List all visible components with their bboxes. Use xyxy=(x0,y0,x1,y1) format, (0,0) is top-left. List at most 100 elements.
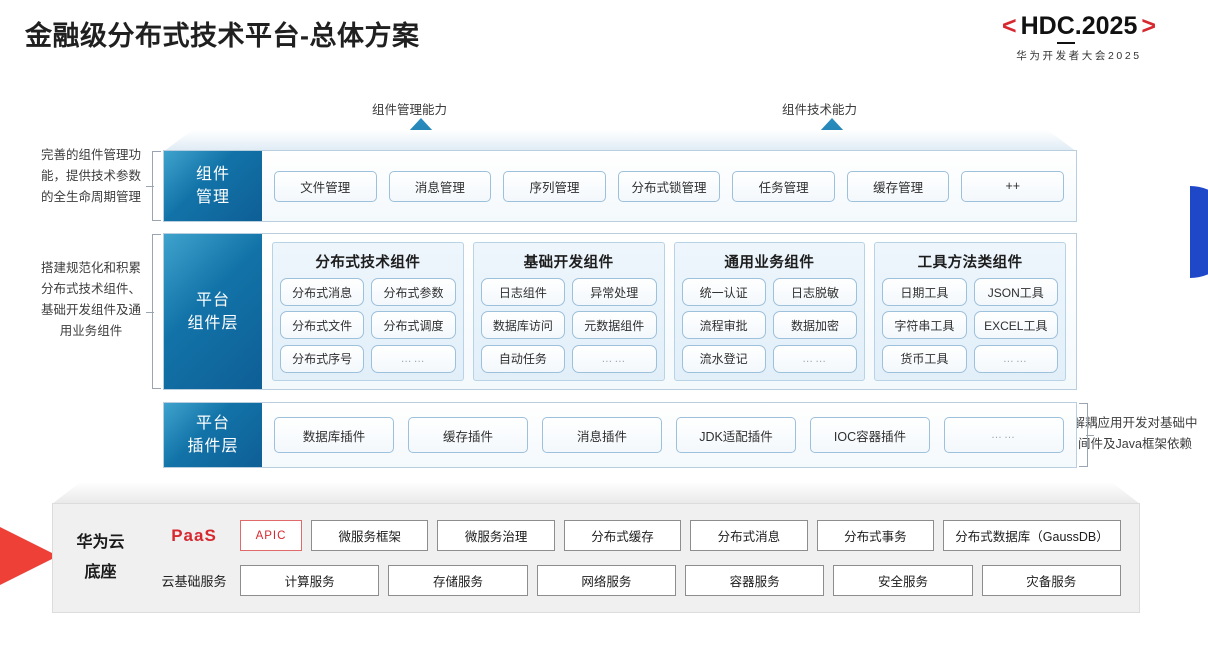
group-title: 分布式技术组件 xyxy=(315,255,421,271)
chip-sequence-management[interactable]: 序列管理 xyxy=(503,170,606,202)
chip-more[interactable]: …… xyxy=(973,344,1058,373)
group-grid: 日期工具 JSON工具 字符串工具 EXCEL工具 货币工具 …… xyxy=(882,278,1058,373)
layer-label-line1: 平台 xyxy=(195,415,230,432)
cell-network-service[interactable]: 网络服务 xyxy=(536,565,676,596)
layer-label-component-management: 组件 管理 xyxy=(164,151,262,221)
chip-message-plugin[interactable]: 消息插件 xyxy=(542,417,662,453)
cell-security-service[interactable]: 安全服务 xyxy=(833,565,973,596)
chip-file-management[interactable]: 文件管理 xyxy=(274,170,377,202)
logo-bracket-right-icon: > xyxy=(1141,12,1156,40)
group-grid: 统一认证 日志脱敏 流程审批 数据加密 流水登记 …… xyxy=(681,278,858,373)
group-title: 通用业务组件 xyxy=(724,255,815,271)
base-row-paas: PaaS APIC 微服务框架 微服务治理 分布式缓存 分布式消息 分布式事务 … xyxy=(148,518,1122,554)
chip-item[interactable]: 分布式序号 xyxy=(280,344,365,373)
chip-ioc-container-plugin[interactable]: IOC容器插件 xyxy=(810,417,930,453)
chip-item[interactable]: 流水登记 xyxy=(681,344,766,373)
group-utility-method-components: 工具方法类组件 日期工具 JSON工具 字符串工具 EXCEL工具 货币工具 …… xyxy=(874,242,1066,381)
layer-body-platform-component: 分布式技术组件 分布式消息 分布式参数 分布式文件 分布式调度 分布式序号 ……… xyxy=(262,234,1076,389)
cell-apic[interactable]: APIC xyxy=(240,520,302,551)
diagram-top-plate xyxy=(163,130,1077,152)
chip-item[interactable]: JSON工具 xyxy=(973,278,1058,306)
page-title: 金融级分布式技术平台-总体方案 xyxy=(25,21,420,51)
base-title-line1: 华为云 xyxy=(76,534,125,551)
cloud-cells: 计算服务 存储服务 网络服务 容器服务 安全服务 灾备服务 xyxy=(240,565,1121,596)
chip-item[interactable]: 日期工具 xyxy=(882,278,967,306)
chip-item[interactable]: 分布式消息 xyxy=(280,278,365,306)
side-note-left-2: 搭建规范化和积累分布式技术组件、基础开发组件及通用业务组件 xyxy=(40,261,141,338)
bracket-platform-plugin-layer xyxy=(1079,403,1094,467)
huawei-cloud-base: 华为云 底座 PaaS APIC 微服务框架 微服务治理 分布式缓存 分布式消息… xyxy=(52,503,1140,613)
chip-item[interactable]: 日志脱敏 xyxy=(772,278,858,306)
blue-crescent-decoration xyxy=(1190,186,1208,278)
layer-body-component-management: 文件管理 消息管理 序列管理 分布式锁管理 任务管理 缓存管理 ++ xyxy=(262,151,1076,221)
layer-platform-plugin: 平台 插件层 数据库插件 缓存插件 消息插件 JDK适配插件 IOC容器插件 …… xyxy=(163,402,1077,468)
chip-distributed-lock-management[interactable]: 分布式锁管理 xyxy=(617,170,721,202)
layer-label-line2: 插件层 xyxy=(187,438,239,455)
layer-component-management: 组件 管理 文件管理 消息管理 序列管理 分布式锁管理 任务管理 缓存管理 ++ xyxy=(163,150,1077,222)
hdc-logo: <HDC.2025> 华为开发者大会2025 xyxy=(964,12,1194,63)
chip-item[interactable]: 自动任务 xyxy=(480,344,566,373)
cell-distributed-transaction[interactable]: 分布式事务 xyxy=(816,520,935,551)
chip-more[interactable]: …… xyxy=(772,344,858,373)
chip-jdk-adapter-plugin[interactable]: JDK适配插件 xyxy=(676,417,796,453)
cell-microservice-framework[interactable]: 微服务框架 xyxy=(311,520,429,551)
bracket-platform-component-layer xyxy=(146,234,161,389)
chip-more[interactable]: …… xyxy=(572,344,657,373)
group-basic-development-components: 基础开发组件 日志组件 异常处理 数据库访问 元数据组件 自动任务 …… xyxy=(472,242,665,381)
chip-task-management[interactable]: 任务管理 xyxy=(732,170,835,202)
logo-text-pre: HD xyxy=(1020,12,1057,40)
chip-item[interactable]: 分布式调度 xyxy=(371,311,456,340)
chip-item[interactable]: 统一认证 xyxy=(681,278,766,306)
layer-platform-component: 平台 组件层 分布式技术组件 分布式消息 分布式参数 分布式文件 分布式调度 分… xyxy=(163,233,1077,390)
chip-item[interactable]: 数据加密 xyxy=(772,311,858,340)
chip-item[interactable]: 分布式参数 xyxy=(371,278,456,306)
layer-label-platform-plugin: 平台 插件层 xyxy=(164,403,262,467)
chip-item[interactable]: 元数据组件 xyxy=(572,311,657,340)
layer-label-line2: 组件层 xyxy=(187,314,239,332)
layer-label-platform-component: 平台 组件层 xyxy=(164,234,262,389)
chip-item[interactable]: EXCEL工具 xyxy=(973,311,1058,340)
base-title-line2: 底座 xyxy=(84,564,117,581)
chip-item[interactable]: 日志组件 xyxy=(480,278,566,306)
chip-item[interactable]: 分布式文件 xyxy=(280,311,365,340)
base-rows: PaaS APIC 微服务框架 微服务治理 分布式缓存 分布式消息 分布式事务 … xyxy=(148,518,1139,599)
cell-disaster-recovery-service[interactable]: 灾备服务 xyxy=(981,565,1121,596)
cell-distributed-message[interactable]: 分布式消息 xyxy=(690,520,808,551)
chip-item[interactable]: 货币工具 xyxy=(882,344,967,373)
side-note-right: 解耦应用开发对基础中间件及Java框架依赖 xyxy=(1072,416,1198,451)
layer-label-line1: 组件 xyxy=(195,166,230,183)
paas-label: PaaS xyxy=(171,525,217,545)
chip-item[interactable]: 异常处理 xyxy=(572,278,657,306)
base-title: 华为云 底座 xyxy=(53,528,148,588)
arrow-caption-component-management: 组件管理能力 xyxy=(372,103,448,117)
cell-container-service[interactable]: 容器服务 xyxy=(684,565,825,596)
cell-microservice-governance[interactable]: 微服务治理 xyxy=(437,520,555,551)
base-top-plate xyxy=(52,482,1140,504)
cell-storage-service[interactable]: 存储服务 xyxy=(388,565,528,596)
arrow-caption-component-technology: 组件技术能力 xyxy=(782,103,858,117)
cell-distributed-database-gaussdb[interactable]: 分布式数据库（GaussDB） xyxy=(943,520,1122,551)
cloud-label: 云基础服务 xyxy=(161,574,227,589)
cell-distributed-cache[interactable]: 分布式缓存 xyxy=(563,520,682,551)
bracket-component-management xyxy=(146,151,161,221)
chip-cache-management[interactable]: 缓存管理 xyxy=(846,170,950,202)
chip-item[interactable]: 流程审批 xyxy=(681,311,766,340)
chip-item[interactable]: 字符串工具 xyxy=(882,311,967,340)
group-distributed-tech-components: 分布式技术组件 分布式消息 分布式参数 分布式文件 分布式调度 分布式序号 …… xyxy=(272,242,464,381)
red-wedge-decoration xyxy=(0,508,58,604)
chip-message-management[interactable]: 消息管理 xyxy=(388,170,492,202)
logo-bracket-left-icon: < xyxy=(1002,12,1017,40)
side-note-left-1: 完善的组件管理功能，提供技术参数的全生命周期管理 xyxy=(40,148,141,204)
chip-add-more[interactable]: ++ xyxy=(961,170,1065,202)
logo-text-underlined: C xyxy=(1056,12,1075,44)
chip-cache-plugin[interactable]: 缓存插件 xyxy=(408,417,528,453)
logo-subtitle: 华为开发者大会2025 xyxy=(1016,50,1142,62)
layer-label-line1: 平台 xyxy=(195,291,230,309)
chip-item[interactable]: 数据库访问 xyxy=(480,311,566,340)
group-title: 工具方法类组件 xyxy=(917,255,1023,271)
cell-compute-service[interactable]: 计算服务 xyxy=(240,565,380,596)
chip-database-plugin[interactable]: 数据库插件 xyxy=(274,417,394,453)
chip-more[interactable]: …… xyxy=(371,344,456,373)
layer-label-line2: 管理 xyxy=(195,189,230,206)
chip-more[interactable]: …… xyxy=(944,417,1064,453)
